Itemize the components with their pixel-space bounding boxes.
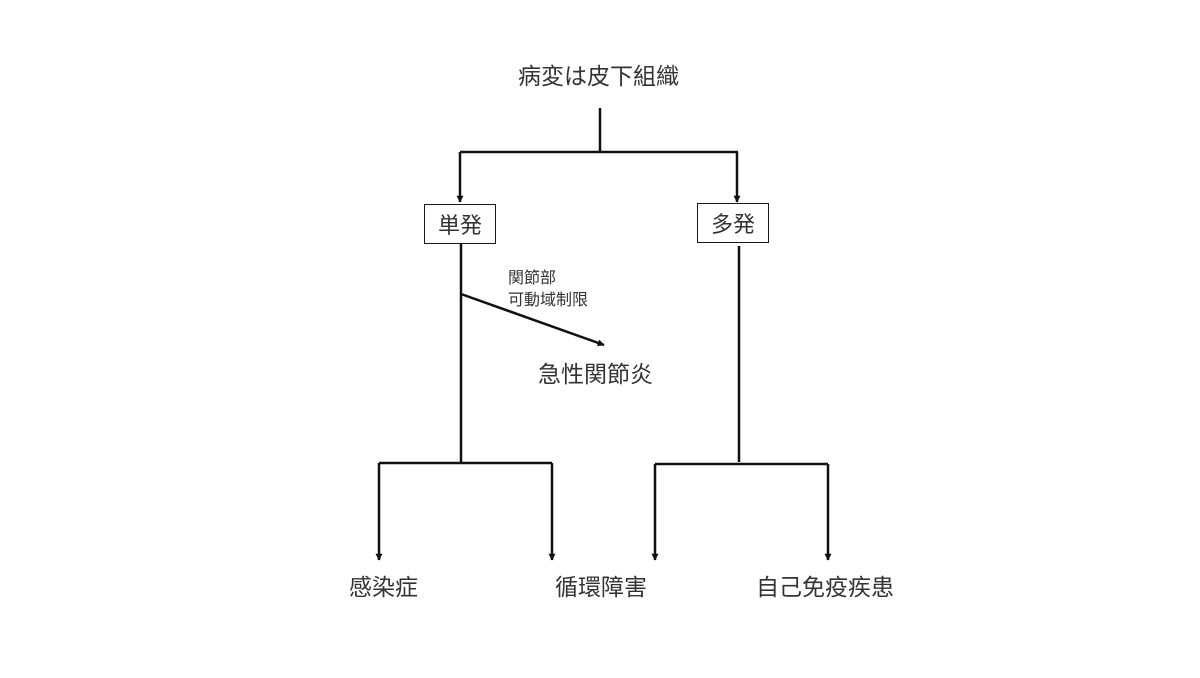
leaf-circulation-label: 循環障害	[555, 575, 647, 601]
side-note: 関節部 可動域制限	[508, 267, 588, 311]
root-node-label: 病変は皮下組織	[518, 64, 679, 90]
side-note-line2: 可動域制限	[508, 290, 589, 309]
multiple-node-label: 多発	[710, 213, 755, 238]
leaf-autoimmune-label: 自己免疫疾患	[756, 575, 894, 601]
leaf-infection-label: 感染症	[349, 575, 418, 601]
multiple-node-box: 多発	[697, 203, 769, 243]
side-note-line1: 関節部	[508, 268, 557, 287]
single-node-label: 単発	[437, 214, 482, 239]
single-node-box: 単発	[424, 204, 496, 244]
acute-arthritis-label: 急性関節炎	[538, 362, 653, 388]
arrow-to-acute-arthritis	[460, 292, 605, 347]
